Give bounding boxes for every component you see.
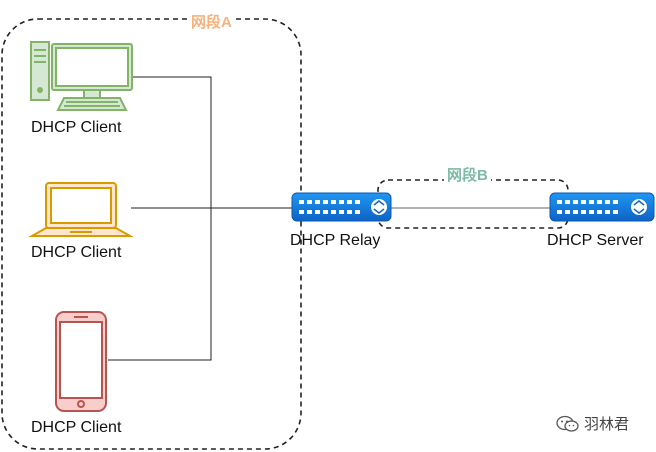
desktop-computer-icon	[30, 41, 133, 111]
server-switch-icon	[549, 192, 655, 222]
client-laptop-label: DHCP Client	[31, 244, 122, 261]
relay-label: DHCP Relay	[290, 232, 381, 249]
segment-b-label: 网段B	[444, 164, 491, 185]
link-pc-to-relay	[131, 76, 212, 208]
segment-a-boundary	[1, 18, 302, 450]
segment-b-boundary	[377, 179, 569, 229]
segment-a-label: 网段A	[188, 11, 235, 32]
link-phone-to-relay	[108, 208, 212, 361]
watermark-text: 羽林君	[584, 416, 630, 433]
relay-switch-icon	[291, 192, 392, 222]
connection-lines	[108, 76, 550, 361]
server-label: DHCP Server	[547, 232, 644, 249]
laptop-icon	[28, 182, 134, 237]
wechat-icon	[556, 415, 579, 432]
mobile-phone-icon	[55, 311, 107, 412]
watermark: 羽林君	[556, 413, 629, 434]
client-pc-label: DHCP Client	[31, 119, 122, 136]
client-phone-label: DHCP Client	[31, 419, 122, 436]
